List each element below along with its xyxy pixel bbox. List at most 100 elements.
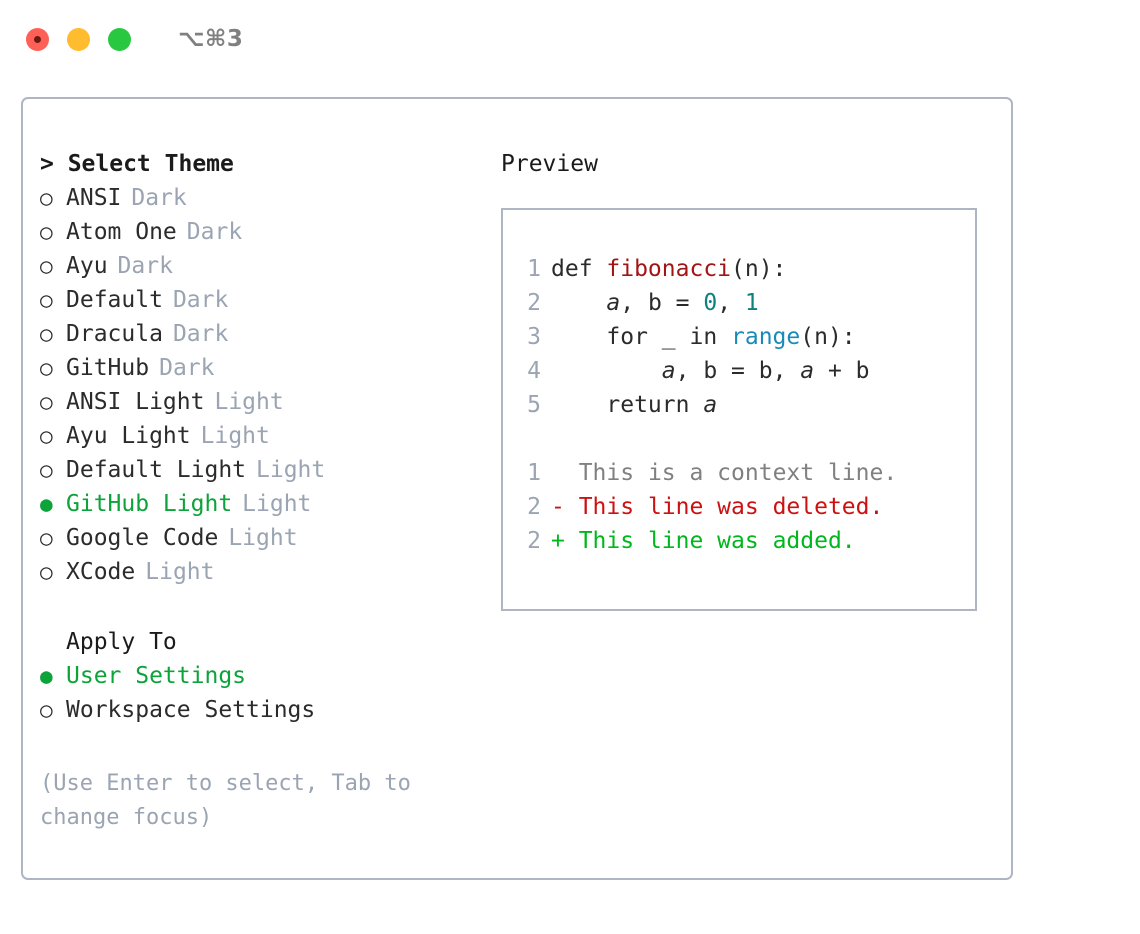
- theme-variant-tag: Dark: [159, 355, 215, 381]
- radio-unselected-icon: ○: [40, 186, 53, 210]
- code-line: 3 for _ in range(n):: [517, 320, 975, 354]
- diff-sample: 1 This is a context line.2- This line wa…: [517, 456, 975, 558]
- code-token: range: [731, 324, 801, 350]
- radio-unselected-icon: ○: [40, 220, 53, 244]
- diff-line: 2- This line was deleted.: [517, 490, 975, 524]
- theme-item[interactable]: ○ ANSI Dark: [40, 181, 483, 215]
- code-token: a: [606, 290, 621, 316]
- diff-marker: +: [551, 528, 579, 554]
- spacer: [517, 422, 975, 456]
- theme-name: Default Light: [66, 457, 247, 483]
- radio-unselected-icon: ○: [40, 458, 53, 482]
- radio-unselected-icon: ○: [40, 698, 53, 722]
- code-token: a: [800, 358, 815, 384]
- code-line-content: a, b = b, a + b: [551, 354, 870, 388]
- code-token: =: [661, 290, 704, 316]
- radio-unselected-icon: ○: [40, 254, 53, 278]
- theme-variant-tag: Light: [242, 491, 312, 517]
- keyboard-shortcut-label: ⌥⌘3: [178, 26, 244, 52]
- theme-item[interactable]: ○ GitHub Dark: [40, 351, 483, 385]
- diff-marker: [551, 460, 579, 486]
- theme-name: ANSI Light: [66, 389, 205, 415]
- theme-variant-tag: Dark: [186, 219, 243, 245]
- radio-unselected-icon: ○: [40, 390, 53, 414]
- diff-line-content: This is a context line.: [551, 456, 898, 490]
- theme-name: XCode: [66, 559, 136, 585]
- code-token: (n):: [731, 256, 787, 282]
- radio-unselected-icon: ○: [40, 356, 53, 380]
- code-token: ,: [620, 290, 648, 316]
- spacer: [40, 589, 483, 625]
- diff-line: 1 This is a context line.: [517, 456, 975, 490]
- theme-name: ANSI: [66, 185, 122, 211]
- code-token: b: [647, 290, 662, 316]
- line-number: 1: [527, 460, 541, 486]
- theme-name: Google Code: [66, 525, 219, 551]
- code-token: a: [703, 392, 718, 418]
- theme-variant-tag: Dark: [172, 287, 229, 313]
- select-theme-header: > Select Theme: [40, 151, 234, 177]
- theme-name: Atom One: [66, 219, 177, 245]
- window-controls: [26, 27, 131, 51]
- apply-to-label: Workspace Settings: [66, 697, 316, 723]
- diff-line: 2 + This line was added.: [517, 524, 975, 558]
- code-token: a: [661, 358, 676, 384]
- theme-variant-tag: Dark: [172, 321, 229, 347]
- theme-variant-tag: Light: [200, 423, 270, 449]
- code-line: 1 def fibonacci(n):: [517, 252, 975, 286]
- theme-variant-tag: Light: [228, 525, 298, 551]
- apply-to-label: User Settings: [66, 663, 247, 689]
- theme-name: Default: [66, 287, 163, 313]
- minimize-button-icon[interactable]: [67, 27, 90, 51]
- code-token: + b: [814, 358, 870, 384]
- theme-variant-tag: Light: [256, 457, 326, 483]
- theme-variant-tag: Dark: [117, 253, 173, 279]
- code-token: ,: [717, 290, 745, 316]
- code-line-content: a, b = 0, 1: [551, 286, 759, 320]
- code-token: [551, 358, 662, 384]
- code-token: [551, 290, 606, 316]
- theme-item[interactable]: ○ Google Code Light: [40, 521, 483, 555]
- apply-to-list[interactable]: ● User Settings ○ Workspace Settings: [40, 659, 483, 727]
- preview-header: Preview: [501, 151, 598, 177]
- code-line-content: def fibonacci(n):: [551, 252, 786, 286]
- theme-item[interactable]: ○ Atom One Dark: [40, 215, 483, 249]
- line-number: 2: [527, 528, 541, 554]
- code-token: def: [551, 256, 607, 282]
- theme-item[interactable]: ○ Default Light Light: [40, 453, 483, 487]
- title-bar: ⌥⌘3: [0, 0, 1140, 78]
- theme-name: GitHub: [66, 355, 150, 381]
- line-number: 1: [527, 256, 541, 282]
- radio-unselected-icon: ○: [40, 424, 53, 448]
- code-token: 1: [744, 290, 759, 316]
- apply-to-option[interactable]: ○ Workspace Settings: [40, 693, 483, 727]
- diff-text: This line was deleted.: [578, 494, 884, 520]
- zoom-button-icon[interactable]: [108, 27, 131, 51]
- apply-to-header: Apply To: [66, 629, 177, 655]
- code-token: (n):: [800, 324, 856, 350]
- diff-line-content: + This line was added.: [551, 524, 856, 558]
- radio-unselected-icon: ○: [40, 526, 53, 550]
- radio-selected-icon: ●: [40, 664, 53, 688]
- diff-marker: -: [551, 494, 579, 520]
- code-token: fibonacci: [606, 256, 732, 282]
- apply-to-option[interactable]: ● User Settings: [40, 659, 483, 693]
- code-line: 4 a, b = b, a + b: [517, 354, 975, 388]
- keyboard-hint-text: (Use Enter to select, Tab to change focu…: [40, 771, 411, 830]
- code-token: 0: [703, 290, 718, 316]
- close-button-icon[interactable]: [26, 27, 49, 51]
- line-number: 5: [527, 392, 541, 418]
- theme-variant-tag: Dark: [131, 185, 187, 211]
